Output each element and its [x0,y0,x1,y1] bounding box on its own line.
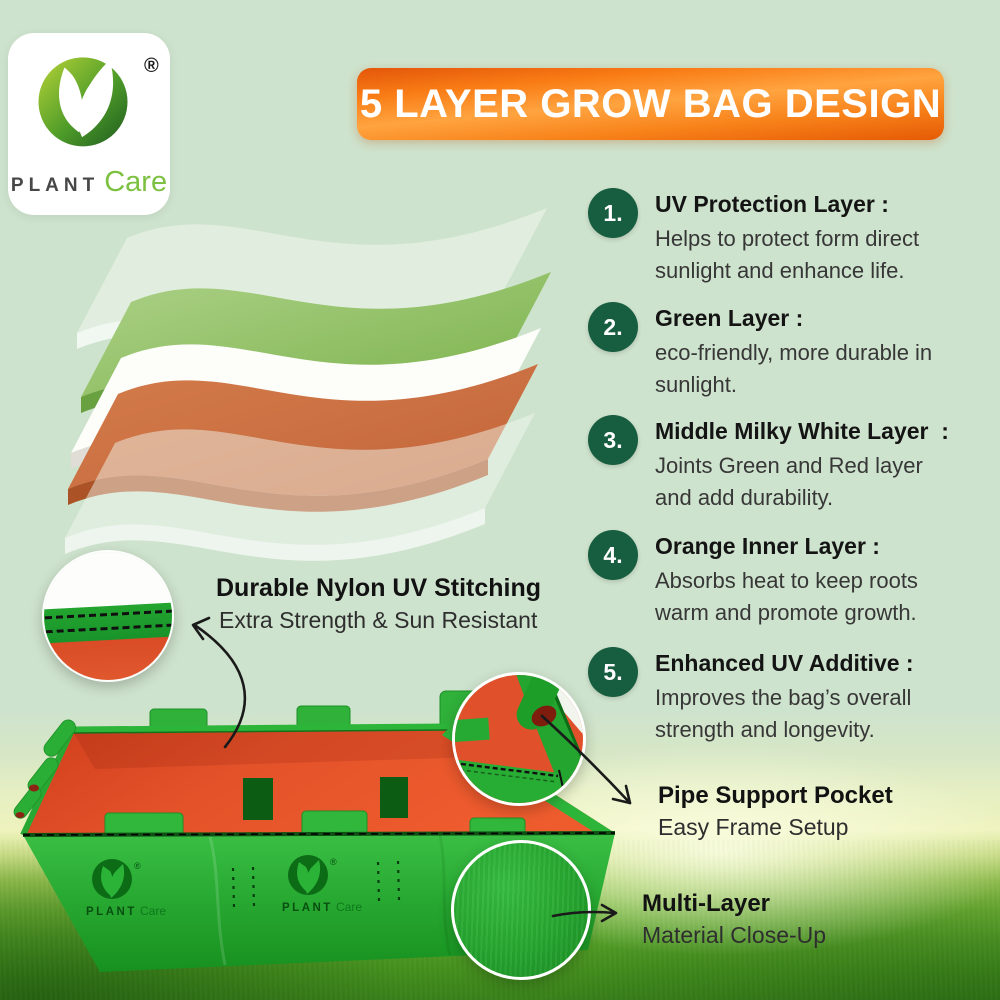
printed-brand-logo: ® PLANT Care [282,855,362,914]
title-banner: 5 LAYER GROW BAG DESIGN [357,68,944,140]
layer-item-1: 1. UV Protection Layer : Helps to protec… [588,188,955,287]
pipe-pocket-closeup-circle [452,672,586,806]
printed-registered-mark: ® [134,861,141,871]
printed-brand-secondary: Care [140,904,166,918]
left-rim-pocket-tubes [13,719,76,819]
item-description: Helps to protect form direct sunlight an… [655,226,920,283]
layer-stack-illustration [65,208,551,561]
number-badge-4: 4. [588,530,638,580]
stitch-orange-layer [44,636,172,680]
layer-item-3: 3. Middle Milky White Layer : Joints Gre… [588,415,955,514]
number-badge-5: 5. [588,647,638,697]
pipe-pocket-closeup-content [455,675,583,803]
material-closeup-circle [451,840,591,980]
item-description: Joints Green and Red layer and add durab… [655,453,923,510]
layer-item-2: 2. Green Layer : eco-friendly, more dura… [588,302,955,401]
brand-secondary-text: Care [104,166,168,198]
stitching-callout-title: Durable Nylon UV Stitching [216,574,542,602]
item-title: Orange Inner Layer : [655,533,880,559]
vent-slot [380,777,408,818]
item-title: Green Layer : [655,305,804,331]
badge-number: 2. [603,313,623,340]
printed-brand-primary: PLANT [282,902,333,914]
badge-number: 1. [603,199,623,226]
face-stitch-marks [231,860,401,908]
stitching-closeup-circle [42,550,174,682]
printed-brand-secondary: Care [336,900,362,914]
badge-number: 3. [603,426,623,453]
plantcare-leaf-logo-icon [38,57,128,147]
layer-item-4: 4. Orange Inner Layer : Absorbs heat to … [588,530,955,629]
stitching-closeup-content [44,552,172,680]
brand-primary-text: PLANT [10,175,100,196]
item-description: Improves the bag’s overall strength and … [655,685,912,742]
item-title: Enhanced UV Additive : [655,650,914,676]
brand-logo-card: ® PLANT Care [8,33,170,215]
bag-back-rim [71,723,451,734]
printed-brand-logo: ® PLANT Care [86,859,166,918]
pipe-pocket-callout-subtitle: Easy Frame Setup [658,814,849,840]
bag-left-rim [20,728,75,837]
item-title: Middle Milky White Layer : [655,418,949,444]
printed-brand-primary: PLANT [86,906,137,918]
layer-item-5: 5. Enhanced UV Additive : Improves the b… [588,647,955,746]
badge-number: 5. [603,658,623,685]
page-title: 5 LAYER GROW BAG DESIGN [359,81,942,126]
item-description: Absorbs heat to keep roots warm and prom… [655,568,918,625]
pipe-pocket-callout-title: Pipe Support Pocket [658,782,893,809]
multi-layer-callout-title: Multi-Layer [642,890,771,917]
item-description: eco-friendly, more durable in sunlight. [655,340,933,397]
number-badge-2: 2. [588,302,638,352]
vent-slot [243,778,273,820]
registered-mark: ® [144,55,159,77]
item-title: UV Protection Layer : [655,191,889,217]
stitch-thread-line [44,623,172,634]
stitch-thread-line [44,609,172,620]
number-badge-3: 3. [588,415,638,465]
multi-layer-callout-subtitle: Material Close-Up [642,922,827,948]
printed-registered-mark: ® [330,857,337,867]
badge-number: 4. [603,541,623,568]
number-badge-1: 1. [588,188,638,238]
brand-wordmark: PLANT Care [8,166,170,199]
stitching-callout-subtitle: Extra Strength & Sun Resistant [219,607,538,633]
